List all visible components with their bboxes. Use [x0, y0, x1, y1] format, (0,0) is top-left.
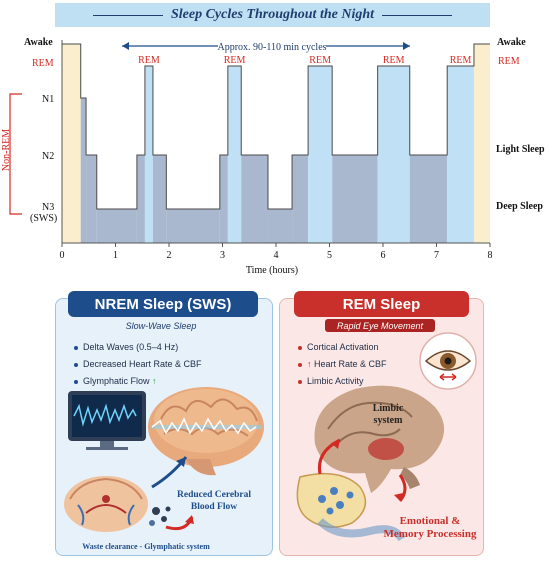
- non-rem-bracket: [9, 93, 22, 215]
- label-sws: (SWS): [30, 213, 57, 224]
- nrem-feature-list: Delta Waves (0.5–4 Hz) Decreased Heart R…: [74, 339, 202, 390]
- limbic-label-1: Limbic: [373, 403, 404, 414]
- x-tick-label: 6: [381, 250, 386, 261]
- rem-arrow-down: [398, 474, 407, 502]
- rem-feature-list: Cortical Activation ↑ Heart Rate & CBF L…: [298, 339, 387, 390]
- stage-bar-awake: [473, 44, 490, 243]
- eeg-monitor-icon: [68, 391, 146, 450]
- stage-bar-rem: [144, 66, 153, 243]
- rem-peak-label: REM: [138, 55, 160, 66]
- cycle-arrow-right-head: [403, 42, 410, 50]
- emotional-label-1: Emotional &: [400, 515, 461, 527]
- reduced-flow-label-1: Reduced Cerebral: [177, 490, 251, 500]
- nrem-panel: NREM Sleep (SWS) Slow-Wave Sleep Delta W…: [55, 291, 273, 556]
- stage-bar-n3: [96, 209, 137, 243]
- rem-title: REM Sleep: [294, 291, 469, 317]
- rem-peak-label: REM: [224, 55, 246, 66]
- waste-clearance-label: Waste clearance - Glymphatic system: [82, 542, 210, 551]
- eye-icon: [419, 332, 477, 390]
- label-n2: N2: [42, 151, 54, 162]
- brain-icon: [148, 387, 264, 476]
- label-awake-left: Awake: [24, 37, 53, 48]
- stage-bar-n2: [136, 155, 145, 243]
- rem-panel: REM Sleep Rapid Eye Movement Cortical Ac…: [279, 291, 484, 556]
- particles-icon: [149, 506, 171, 526]
- label-rem-right: REM: [498, 56, 520, 67]
- rem-peak-label: REM: [383, 55, 405, 66]
- stage-bar-awake: [62, 44, 81, 243]
- brain-section-icon: [64, 476, 148, 532]
- rem-peak-label: REM: [309, 55, 331, 66]
- x-tick-label: 1: [113, 250, 118, 261]
- stage-bar-n2: [219, 155, 228, 243]
- stage-bar-n2: [292, 155, 309, 243]
- rem-peak-label: REM: [450, 55, 472, 66]
- nrem-item: Glymphatic Flow ↑: [74, 373, 202, 390]
- stage-bar-rem: [377, 66, 410, 243]
- stage-bar-n2: [332, 155, 378, 243]
- label-awake-right: Awake: [497, 37, 526, 48]
- non-rem-label: Non-REM: [1, 129, 12, 171]
- synapse-icon: [296, 472, 406, 542]
- brain-sagittal-icon: [314, 385, 445, 493]
- stage-bar-n2: [409, 155, 448, 243]
- stage-bar-n2: [86, 155, 97, 243]
- label-light-sleep: Light Sleep: [496, 144, 545, 155]
- nrem-item: Decreased Heart Rate & CBF: [74, 356, 202, 373]
- label-n3: N3: [42, 202, 54, 213]
- flow-arrow-red: [165, 516, 194, 531]
- rem-item: Cortical Activation: [298, 339, 387, 356]
- label-deep-sleep: Deep Sleep: [496, 201, 543, 212]
- rem-illustration: Limbic system Emotional & Memory Process…: [296, 332, 477, 542]
- hypnogram-line: [62, 43, 490, 210]
- stage-bar-n2: [152, 155, 167, 243]
- stage-bar-n1: [80, 98, 87, 243]
- x-tick-label: 7: [434, 250, 439, 261]
- x-axis-label: Time (hours): [246, 265, 298, 276]
- emotional-label-2: Memory Processing: [384, 528, 477, 540]
- label-n1: N1: [42, 94, 54, 105]
- rem-item: Limbic Activity: [298, 373, 387, 390]
- cycle-note: Approx. 90-110 min cycles: [217, 42, 326, 53]
- limbic-label-2: system: [374, 415, 404, 426]
- rem-item: ↑ Heart Rate & CBF: [298, 356, 387, 373]
- reduced-flow-label-2: Blood Flow: [191, 502, 237, 512]
- x-tick-label: 3: [220, 250, 225, 261]
- x-tick-label: 8: [488, 250, 493, 261]
- stage-bar-rem: [227, 66, 242, 243]
- x-tick-label: 5: [327, 250, 332, 261]
- rem-subtitle: Rapid Eye Movement: [325, 319, 435, 332]
- label-rem-left: REM: [32, 58, 54, 69]
- x-tick-label: 0: [60, 250, 65, 261]
- hypnogram-chart: 0 1 2 3 4 5 6 7 8 Approx. 90-110 min cycles Awak…: [1, 37, 545, 276]
- title-rule-left: [92, 14, 163, 16]
- stage-bar-rem: [308, 66, 333, 243]
- chart-title: Sleep Cycles Throughout the Night: [170, 7, 375, 22]
- title-rule-right: [382, 14, 453, 16]
- stage-bar-n3: [267, 209, 293, 243]
- nrem-title: NREM Sleep (SWS): [68, 291, 258, 317]
- up-arrow-icon: ↑: [152, 376, 157, 386]
- cycle-arrow-left-head: [122, 42, 129, 50]
- x-tick-label: 4: [274, 250, 279, 261]
- nrem-illustration: Reduced Cerebral Blood Flow Waste cleara…: [64, 387, 264, 551]
- nrem-item: Delta Waves (0.5–4 Hz): [74, 339, 202, 356]
- title-banner: Sleep Cycles Throughout the Night: [55, 3, 490, 27]
- up-arrow-icon: ↑: [307, 359, 312, 369]
- x-tick-label: 2: [167, 250, 172, 261]
- stage-bar-n3: [166, 209, 220, 243]
- stage-bar-rem: [447, 66, 474, 243]
- nrem-subtitle: Slow-Wave Sleep: [125, 320, 197, 331]
- stage-bar-n2: [241, 155, 268, 243]
